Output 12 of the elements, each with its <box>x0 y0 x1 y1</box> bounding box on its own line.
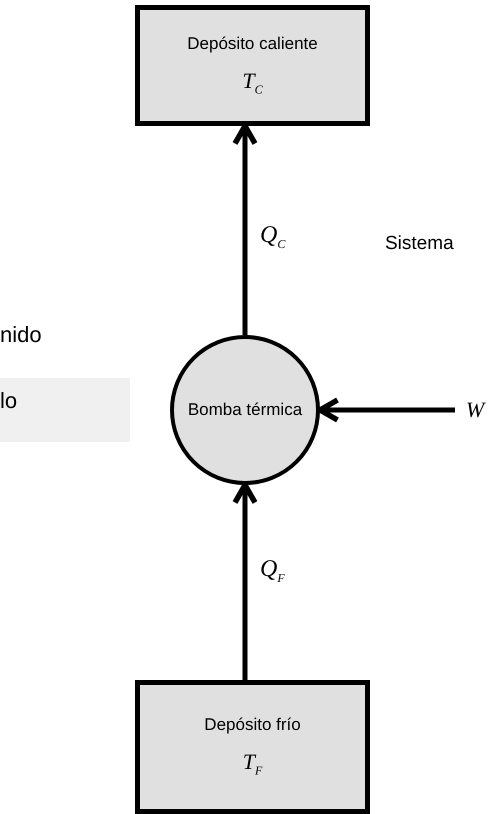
text-fragment: lo <box>0 388 18 414</box>
system-label: Sistema <box>385 233 454 255</box>
temperature-symbol: T$_{C}$ <box>242 68 263 98</box>
reservoir-box <box>135 5 370 126</box>
temperature-symbol: T$_{F}$ <box>242 749 262 779</box>
reservoir-box <box>135 680 370 814</box>
text-fragment: nido <box>0 322 42 348</box>
node-title: Depósito caliente <box>187 34 318 54</box>
node-title: Depósito frío <box>204 715 301 736</box>
node-title: Bomba térmica <box>188 400 302 420</box>
work-label: W <box>462 396 488 424</box>
arrow <box>232 482 258 680</box>
